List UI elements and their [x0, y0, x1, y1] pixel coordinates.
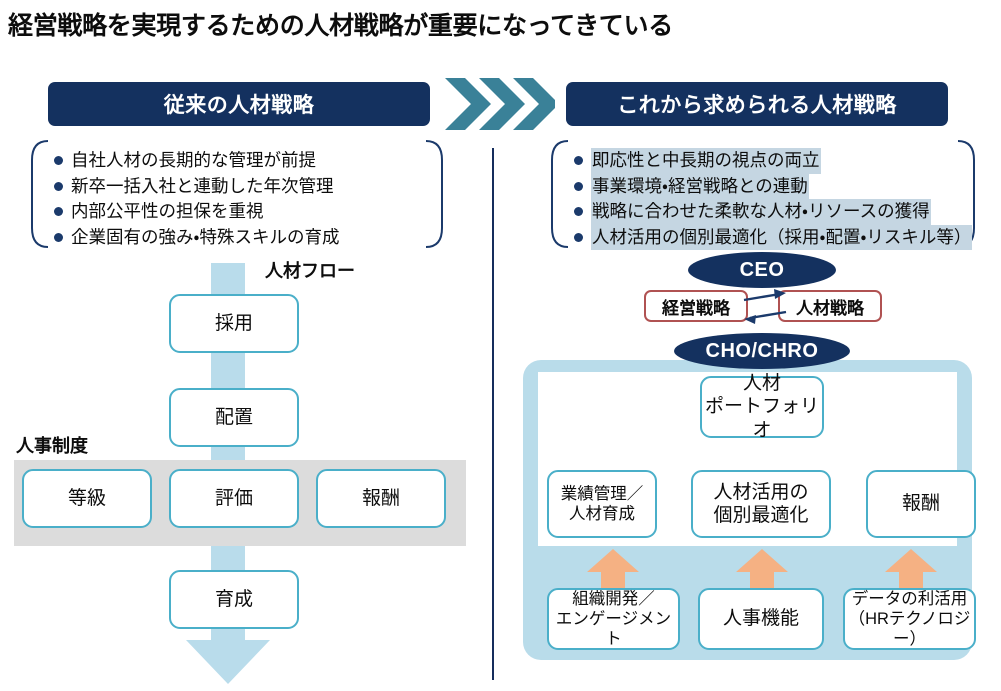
box-talent-portfolio[interactable]: 人材 ポートフォリオ — [700, 373, 824, 441]
list-item: 新卒一括入社と連動した年次管理 — [54, 174, 339, 200]
future-bullet-group: 即応性と中長期の視点の両立 事業環境・経営戦略との連動 戦略に合わせた柔軟な人材… — [548, 138, 980, 250]
bullet-text: 自社人材の長期的な管理が前提 — [71, 150, 316, 170]
hr-system-label: 人事制度 — [16, 436, 88, 456]
box-line-1: データの利活用 — [851, 589, 968, 608]
box-line-2: 個別最適化 — [713, 505, 809, 526]
list-item: 企業固有の強み・特殊スキルの育成 — [54, 225, 339, 251]
box-line-1: 組織開発／ — [572, 589, 655, 608]
bullet-text: 人材活用の個別最適化（採用・配置・リスキル等） — [591, 224, 973, 250]
ellipse-cho-chro: CHO/CHRO — [674, 333, 850, 369]
bullet-text: 内部公平性の担保を重視 — [71, 201, 264, 221]
box-line-2: （HRテクノロジー） — [848, 609, 971, 649]
bullet-text: 戦略に合わせた柔軟な人材・リソースの獲得 — [591, 199, 931, 225]
box-line-1: 人材活用の — [713, 481, 809, 503]
chevron-right-icon — [445, 78, 555, 130]
bullet-dot-icon — [574, 232, 583, 242]
legacy-bullet-group: 自社人材の長期的な管理が前提 新卒一括入社と連動した年次管理 内部公平性の担保を… — [28, 138, 448, 250]
box-compensation-right[interactable]: 報酬 — [866, 470, 976, 538]
list-item: 事業環境・経営戦略との連動 — [574, 173, 972, 199]
section-divider — [492, 148, 494, 680]
bullet-dot-icon — [574, 181, 583, 191]
box-line-2: 人材育成 — [569, 505, 635, 523]
list-item: 戦略に合わせた柔軟な人材・リソースの獲得 — [574, 199, 972, 225]
bracket-shape — [31, 140, 443, 248]
ellipse-ceo: CEO — [688, 252, 836, 288]
system-box-compensation[interactable]: 報酬 — [316, 469, 446, 528]
bullet-text: 事業環境・経営戦略との連動 — [591, 173, 809, 199]
flow-box-development[interactable]: 育成 — [169, 570, 299, 629]
bullet-dot-icon — [54, 156, 63, 166]
legacy-bullet-list: 自社人材の長期的な管理が前提 新卒一括入社と連動した年次管理 内部公平性の担保を… — [54, 148, 339, 250]
bullet-dot-icon — [54, 207, 63, 217]
system-box-grade[interactable]: 等級 — [22, 469, 152, 528]
talent-flow-label: 人材フロー — [265, 261, 355, 281]
flow-box-placement[interactable]: 配置 — [169, 388, 299, 447]
banner-legacy-strategy: 従来の人材戦略 — [48, 82, 430, 126]
box-data-utilization[interactable]: データの利活用 （HRテクノロジー） — [843, 588, 976, 650]
bullet-text: 企業固有の強み・特殊スキルの育成 — [71, 226, 340, 247]
box-line-1: 人材 — [742, 373, 781, 395]
bidirectional-arrow-icon — [743, 289, 787, 324]
box-line-2: ポートフォリオ — [704, 396, 819, 441]
bullet-dot-icon — [54, 181, 63, 191]
up-arrow-icon — [736, 549, 788, 589]
banner-future-strategy: これから求められる人材戦略 — [566, 82, 948, 126]
box-performance-management[interactable]: 業績管理／ 人材育成 — [547, 470, 657, 538]
up-arrow-icon — [587, 549, 639, 589]
box-hr-function[interactable]: 人事機能 — [698, 588, 824, 650]
bullet-dot-icon — [574, 156, 583, 166]
box-business-strategy[interactable]: 経営戦略 — [644, 290, 748, 322]
list-item: 人材活用の個別最適化（採用・配置・リスキル等） — [574, 224, 973, 250]
up-arrow-icon — [885, 549, 937, 589]
list-item: 内部公平性の担保を重視 — [54, 199, 339, 225]
box-line-2: エンゲージメント — [555, 609, 672, 649]
list-item: 即応性と中長期の視点の両立 — [574, 148, 972, 174]
bullet-text: 新卒一括入社と連動した年次管理 — [71, 175, 334, 196]
system-box-evaluation[interactable]: 評価 — [169, 469, 299, 528]
list-item: 自社人材の長期的な管理が前提 — [54, 148, 339, 174]
down-arrow-icon — [186, 622, 270, 684]
page-title: 経営戦略を実現するための人材戦略が重要になってきている — [8, 12, 673, 40]
box-talent-strategy[interactable]: 人材戦略 — [778, 290, 882, 322]
flow-box-recruitment[interactable]: 採用 — [169, 294, 299, 353]
box-line-1: 業績管理／ — [560, 484, 644, 503]
box-org-development[interactable]: 組織開発／ エンゲージメント — [547, 588, 680, 650]
box-talent-optimization[interactable]: 人材活用の 個別最適化 — [691, 470, 831, 538]
bullet-dot-icon — [574, 207, 583, 217]
future-bullet-list: 即応性と中長期の視点の両立 事業環境・経営戦略との連動 戦略に合わせた柔軟な人材… — [574, 148, 973, 250]
bullet-text: 即応性と中長期の視点の両立 — [591, 148, 821, 174]
bullet-dot-icon — [54, 232, 63, 242]
